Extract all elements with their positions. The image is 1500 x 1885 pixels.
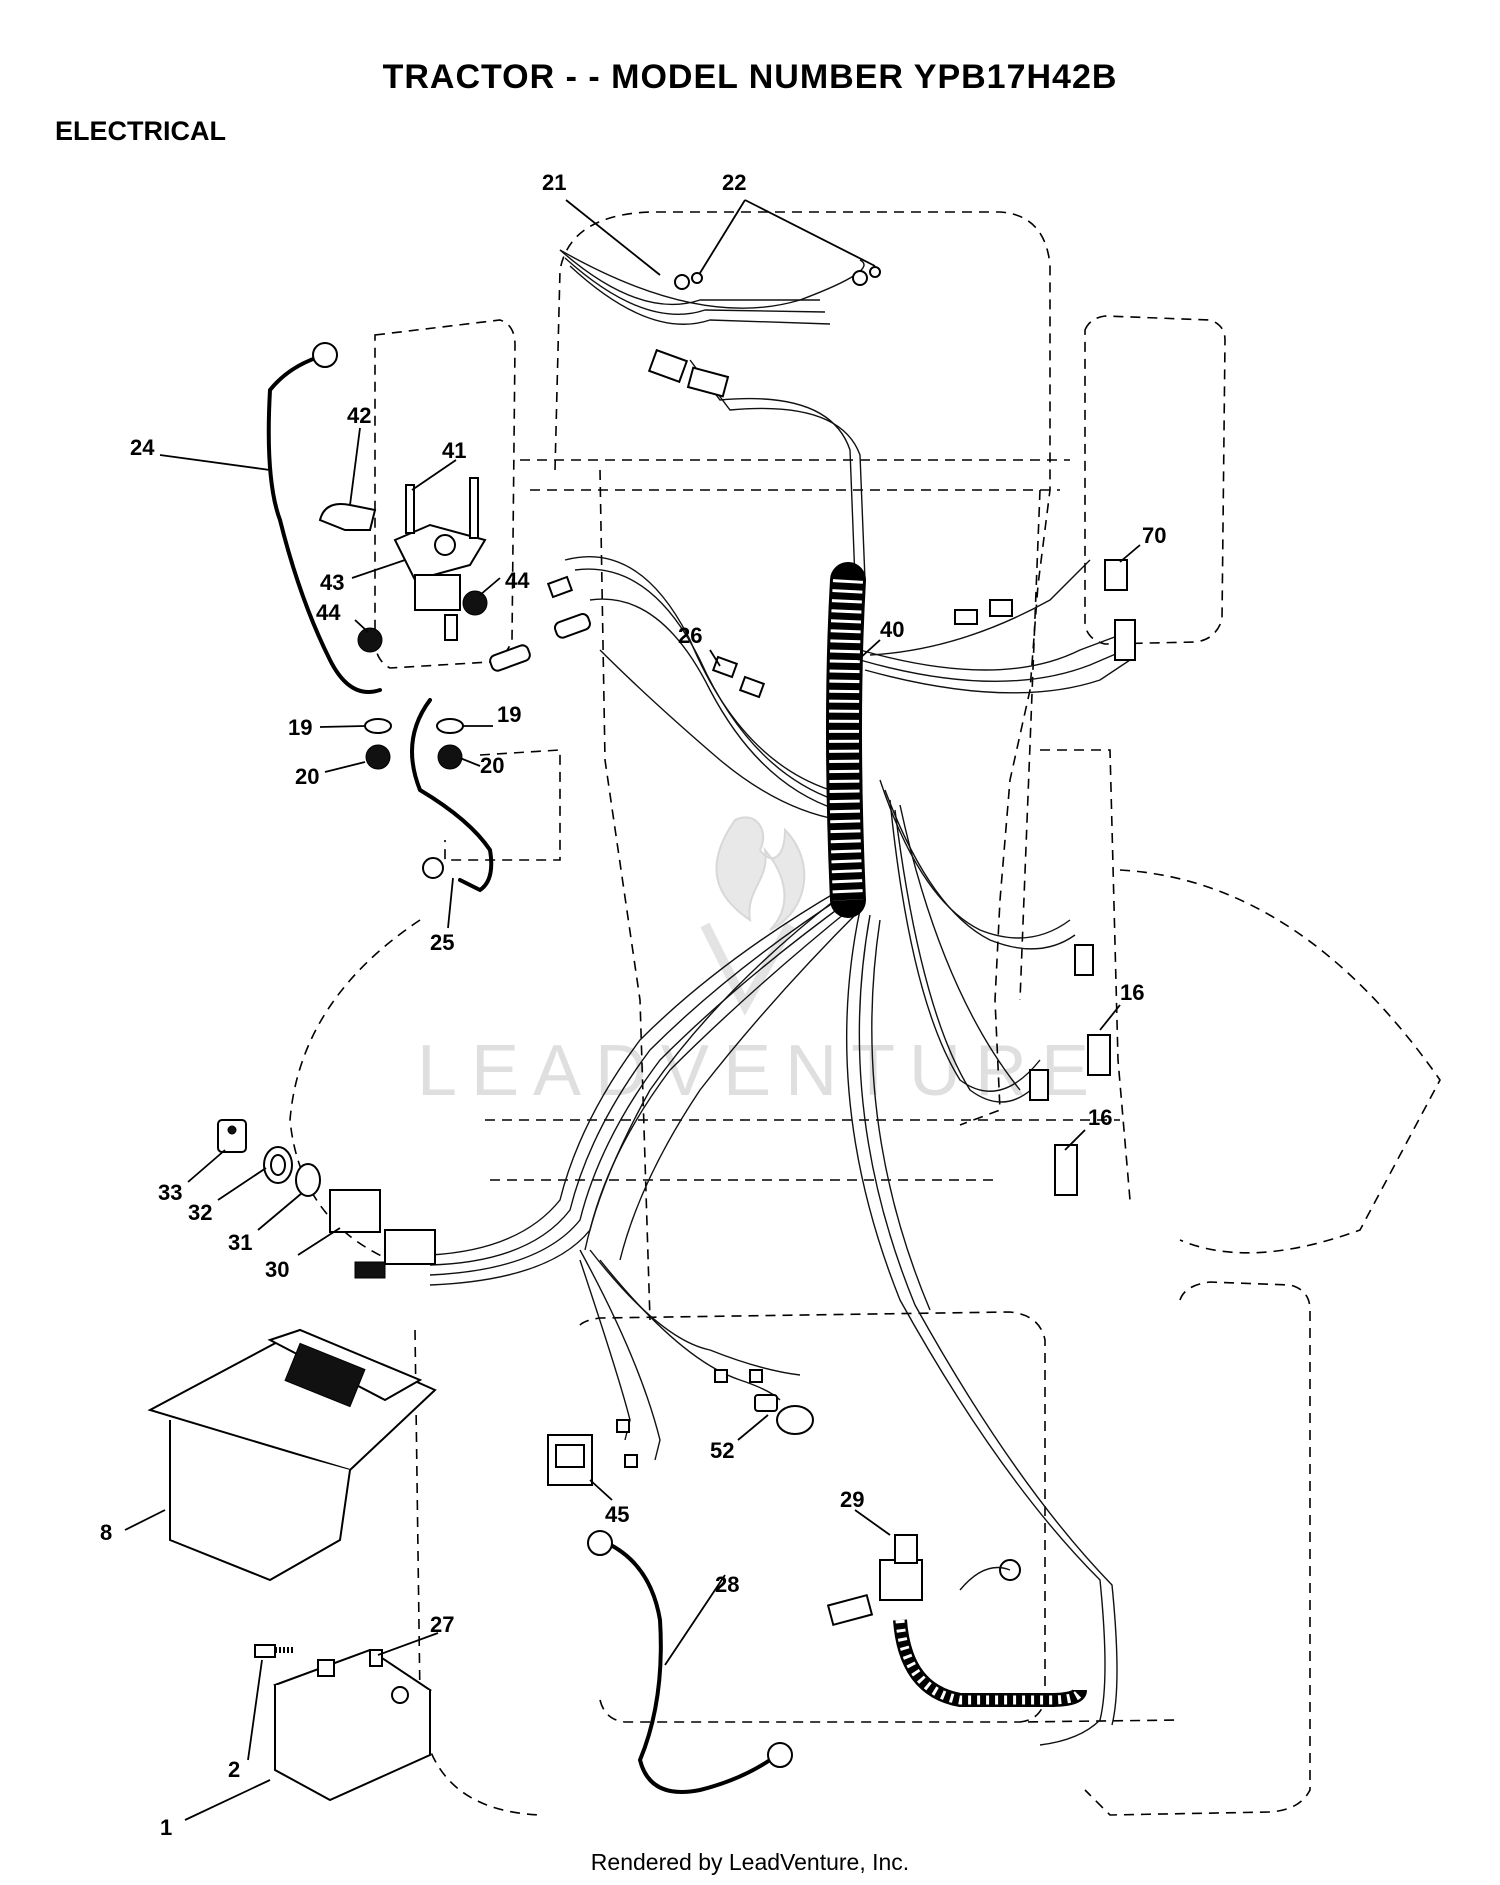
seat-deck	[579, 1311, 1181, 1723]
solenoid-43	[393, 523, 487, 641]
callout-44-right: 44	[505, 568, 530, 593]
bulb-right	[852, 270, 868, 286]
left-fender-arc	[289, 919, 421, 1261]
ignition-key-33	[217, 1119, 247, 1153]
left-step-bracket	[444, 749, 561, 861]
callout-31: 31	[228, 1230, 252, 1255]
callout-44-left: 44	[316, 600, 341, 625]
ignition-bezel-32	[263, 1146, 293, 1184]
callout-45: 45	[605, 1502, 629, 1527]
ignition-switch-30	[329, 1189, 436, 1279]
headlight-bulbs-22	[674, 266, 881, 290]
callout-42: 42	[347, 403, 371, 428]
callout-20-right: 20	[480, 753, 504, 778]
nuts-44	[357, 590, 488, 653]
connector-16-upper	[1074, 944, 1111, 1076]
ground-cable-28	[587, 1530, 793, 1794]
boot-42	[318, 503, 377, 531]
battery-nut-27	[369, 1649, 383, 1667]
section-heading: ELECTRICAL	[55, 116, 226, 146]
battery-1	[273, 1648, 432, 1802]
ground-cable-25	[410, 698, 494, 893]
footer-credit: Rendered by LeadVenture, Inc.	[591, 1849, 909, 1875]
front-right-wheel	[1084, 315, 1226, 645]
callout-27: 27	[430, 1612, 454, 1637]
callout-43: 43	[320, 570, 344, 595]
front-left-wheel	[374, 319, 516, 669]
callout-40: 40	[880, 617, 904, 642]
callout-8: 8	[100, 1520, 112, 1545]
watermark-text: LEADVENTURE	[417, 1031, 1103, 1111]
callout-28: 28	[715, 1572, 739, 1597]
callout-33: 33	[158, 1180, 182, 1205]
callout-21: 21	[542, 170, 566, 195]
right-fender-arc	[1119, 869, 1441, 1254]
ignition-nut-31	[295, 1163, 321, 1197]
bulb-left	[674, 274, 690, 290]
callout-19-right: 19	[497, 702, 521, 727]
seat-switch-29	[826, 1534, 1087, 1707]
headlight-harness-21	[559, 249, 865, 398]
callout-70: 70	[1142, 523, 1166, 548]
callout-24: 24	[130, 435, 155, 460]
right-frame-rail	[1040, 749, 1131, 1201]
rear-left-wheel	[414, 1329, 541, 1816]
page-title: TRACTOR - - MODEL NUMBER YPB17H42B	[383, 58, 1118, 96]
hood-outline	[554, 211, 1051, 1126]
center-frame-vertical	[599, 469, 651, 1321]
harness-loom-40	[826, 562, 866, 918]
rear-right-wheel	[1084, 1281, 1311, 1816]
callout-20-left: 20	[295, 764, 319, 789]
callout-1: 1	[160, 1815, 172, 1840]
callout-19-left: 19	[288, 715, 312, 740]
callout-41: 41	[442, 438, 466, 463]
main-wiring-harness	[429, 249, 1131, 1746]
terminals-26	[711, 655, 766, 699]
callout-26: 26	[678, 623, 702, 648]
bulb-right-cap	[869, 266, 881, 278]
callout-52: 52	[710, 1438, 734, 1463]
battery-cable-24	[266, 342, 382, 694]
connector-70	[954, 559, 1136, 661]
callout-30: 30	[265, 1257, 289, 1282]
nuts-20	[365, 744, 463, 770]
lamp-52	[714, 1369, 814, 1435]
connector-16-lower	[1029, 1069, 1078, 1196]
callout-labels: 1 2 8 16 16 19 19 20 20 21 22 24 25 26 2…	[100, 170, 1166, 1840]
battery-box-8	[147, 1328, 437, 1582]
hourmeter-45	[547, 1419, 638, 1486]
fuse-holder	[489, 575, 591, 672]
callout-25: 25	[430, 930, 454, 955]
callout-32: 32	[188, 1200, 212, 1225]
bulb-left-cap	[691, 272, 703, 284]
callout-22: 22	[722, 170, 746, 195]
battery-bolt-2	[254, 1644, 295, 1658]
headlight-connector-right	[686, 366, 730, 398]
callout-leaders	[124, 199, 1141, 1821]
bolts-41	[405, 477, 479, 539]
headlight-connector-left	[647, 348, 689, 384]
callout-29: 29	[840, 1487, 864, 1512]
callout-16-lower: 16	[1088, 1105, 1112, 1130]
center-frame-right	[1019, 489, 1041, 1001]
leadventure-watermark: LEADVENTURE	[417, 816, 1103, 1111]
callout-16-upper: 16	[1120, 980, 1144, 1005]
callout-2: 2	[228, 1757, 240, 1782]
rear-frame-left	[599, 1699, 1020, 1723]
